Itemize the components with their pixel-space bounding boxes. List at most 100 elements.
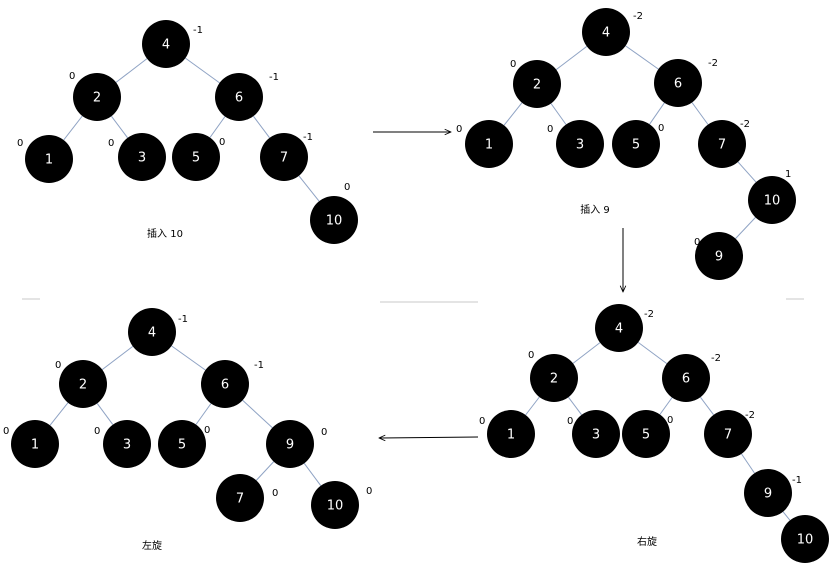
node-6 [215,73,263,121]
balance-factor-7: -2 [740,119,750,130]
edge-6-7 [700,396,714,416]
node-key-10: 10 [797,533,814,548]
caption-insert-9: 插入 9 [580,203,610,216]
node-5 [172,133,220,181]
node-key-7: 7 [236,492,244,507]
node-key-2: 2 [533,78,541,93]
balance-factor-10: 1 [785,169,791,180]
edge-4-2 [101,346,134,370]
balance-factor-5: 0 [219,137,225,148]
balance-factor-1: 0 [17,138,23,149]
balance-factor-4: -1 [193,25,203,36]
edge-2-3 [96,403,114,425]
node-1 [487,410,535,458]
node-key-7: 7 [724,428,732,443]
node-10 [781,515,829,563]
node-key-4: 4 [162,38,170,53]
node-key-7: 7 [280,151,288,166]
edge-2-1 [63,115,83,141]
node-4 [582,8,630,56]
node-key-5: 5 [632,138,640,153]
node-3 [103,420,151,468]
balance-factor-6: -2 [711,353,721,364]
edge-6-5 [195,403,212,425]
edge-6-5 [659,397,673,415]
edge-9-10 [303,463,322,486]
node-key-6: 6 [221,378,229,393]
edge-2-3 [550,103,567,125]
node-key-7: 7 [718,138,726,153]
node-10 [311,481,359,529]
node-key-1: 1 [507,428,515,443]
balance-factor-6: -1 [269,72,279,83]
balance-factor-1: 0 [3,426,9,437]
balance-factor-6: -2 [708,58,718,69]
balance-factor-10: 0 [344,182,350,193]
balance-factor-5: 0 [204,425,210,436]
node-key-1: 1 [45,153,53,168]
node-key-10: 10 [764,194,781,209]
node-key-3: 3 [138,151,146,166]
edge-6-7 [252,115,271,139]
edge-2-1 [49,402,69,426]
node-key-5: 5 [192,151,200,166]
edge-7-10 [298,175,320,202]
balance-factor-4: -2 [633,11,643,22]
node-key-9: 9 [286,438,294,453]
node-key-9: 9 [764,487,772,502]
caption-left-rotate: 左旋 [142,539,162,552]
balance-factor-4: -1 [178,314,188,325]
edge-6-7 [691,102,709,125]
balance-factor-1: 0 [479,416,485,427]
edge-10-9 [735,217,756,239]
balance-factor-7: -1 [303,132,313,143]
caption-right-rotate: 右旋 [637,535,657,548]
node-7 [704,410,752,458]
node-4 [128,308,176,356]
edge-4-6 [637,341,668,365]
balance-factor-2: 0 [55,360,61,371]
edge-9-7 [255,461,275,481]
caption-insert-10: 插入 10 [147,227,183,240]
node-7 [216,474,264,522]
node-1 [11,420,59,468]
arrow-right-rotate-to-left-rotate [379,437,479,438]
node-key-10: 10 [327,499,344,514]
edge-4-2 [572,342,601,364]
edge-6-5 [209,116,226,138]
node-key-9: 9 [715,250,723,265]
balance-factor-9: 0 [321,427,327,438]
edge-6-5 [649,102,665,125]
node-2 [530,354,578,402]
node-7 [260,133,308,181]
edge-2-3 [111,115,128,139]
edge-6-9 [242,399,273,429]
node-key-1: 1 [485,138,493,153]
node-1 [465,120,513,168]
node-key-6: 6 [674,77,682,92]
node-key-10: 10 [326,214,343,229]
node-key-4: 4 [148,326,156,341]
edge-2-3 [568,396,582,416]
edge-2-1 [503,102,523,126]
node-key-3: 3 [592,428,600,443]
node-6 [662,354,710,402]
node-key-6: 6 [682,372,690,387]
node-4 [595,304,643,352]
node-7 [698,120,746,168]
node-9 [266,420,314,468]
node-key-2: 2 [93,91,101,106]
edge-4-6 [171,345,206,371]
node-6 [201,360,249,408]
node-2 [59,360,107,408]
edge-7-10 [737,161,757,183]
balance-factor-7: -2 [745,410,755,421]
node-6 [654,59,702,107]
